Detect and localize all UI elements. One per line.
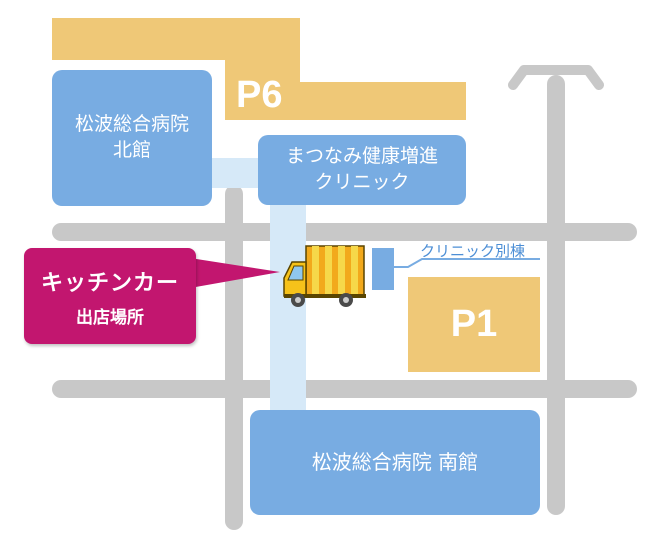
clinic-building: まつなみ健康増進 クリニック xyxy=(258,135,466,205)
road-bottom-horizontal xyxy=(52,380,637,398)
south-building: 松波総合病院 南館 xyxy=(250,410,540,515)
kitchen-car-callout: キッチンカー 出店場所 xyxy=(24,248,196,344)
clinic-annex-building xyxy=(372,248,394,290)
road-right-vertical xyxy=(547,75,565,515)
parking-p6-label: P6 xyxy=(236,74,283,116)
north-building: 松波総合病院 北館 xyxy=(52,70,212,206)
north-building-wing: 北館 xyxy=(112,139,151,161)
clinic-name-line1: まつなみ健康増進 xyxy=(285,145,438,168)
parking-p6-lower xyxy=(225,60,300,120)
kitchen-car-subtitle: 出店場所 xyxy=(76,307,144,328)
road-top-horizontal xyxy=(52,223,637,241)
parking-p6-right xyxy=(300,82,466,120)
south-building-name: 松波総合病院 南館 xyxy=(311,450,479,474)
parking-p6-upper xyxy=(52,18,300,60)
parking-p1: P1 xyxy=(408,277,540,372)
clinic-annex-label: クリニック別棟 xyxy=(420,242,526,260)
kitchen-car-title: キッチンカー xyxy=(40,270,179,296)
north-building-name: 松波総合病院 xyxy=(74,113,189,136)
parking-p1-label: P1 xyxy=(450,303,498,345)
clinic-name-line2: クリニック xyxy=(314,171,410,193)
